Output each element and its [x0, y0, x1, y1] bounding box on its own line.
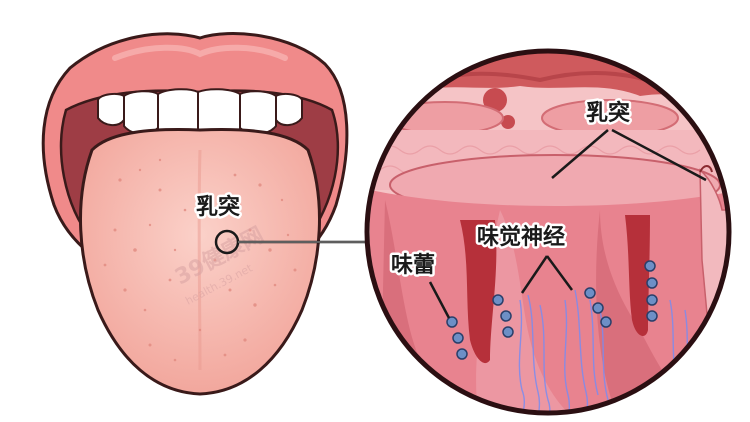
label-taste-nerve: 味觉神经	[477, 224, 565, 250]
label-tongue-papillae: 乳突	[196, 194, 240, 220]
zoom-view	[364, 48, 732, 416]
label-zoom-papillae: 乳突	[586, 100, 630, 126]
label-taste-bud: 味蕾	[391, 253, 435, 278]
mouth-illustration	[41, 32, 349, 396]
zoom-ring	[364, 48, 732, 416]
taste-bud-cells	[446, 260, 658, 360]
leader-lines	[428, 128, 707, 319]
nerve-fibers	[518, 289, 693, 413]
